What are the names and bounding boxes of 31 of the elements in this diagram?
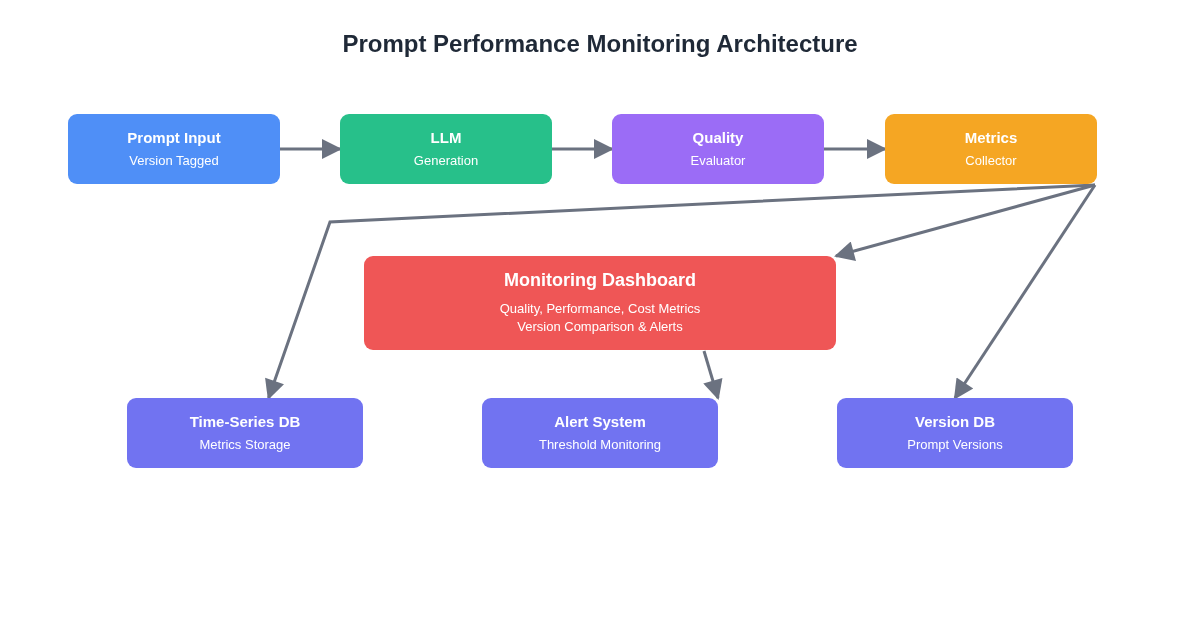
box-subtitle: Metrics Storage <box>199 435 291 454</box>
process-box <box>127 398 363 468</box>
process-box <box>68 114 280 184</box>
arrow <box>280 139 342 159</box>
box-subtitle: Threshold Monitoring <box>538 435 662 454</box>
box-subtitle: Generation <box>413 151 479 170</box>
box-title: Metrics <box>964 128 1018 146</box>
process-box <box>885 114 1097 184</box>
box-title: Time-Series DB <box>189 412 301 430</box>
box-title: Quality <box>692 128 744 146</box>
box-title: Alert System <box>554 412 646 430</box>
process-box <box>837 398 1073 468</box>
box-subtitle: Evaluator <box>690 151 746 170</box>
box-subtitle: Version Tagged <box>129 151 219 170</box>
arrow <box>824 139 887 159</box>
box-subtitle: Collector <box>965 151 1017 170</box>
arrow <box>702 350 723 400</box>
box-title: LLM <box>430 128 462 146</box>
process-box <box>364 256 836 350</box>
box-subtitle: Quality, Performance, Cost Metrics <box>499 300 701 318</box>
diagram-title: Prompt Performance Monitoring Architecture <box>341 30 859 58</box>
box-title: Monitoring Dashboard <box>504 270 696 291</box>
box-title: Version DB <box>915 412 995 430</box>
process-box <box>340 114 552 184</box>
box-title: Prompt Input <box>127 128 221 146</box>
box-subtitle: Version Comparison & Alerts <box>517 318 683 336</box>
arrow <box>552 139 614 159</box>
arrow <box>953 184 1097 400</box>
process-box <box>482 398 718 468</box>
box-subtitle: Prompt Versions <box>907 435 1003 454</box>
process-box <box>612 114 824 184</box>
